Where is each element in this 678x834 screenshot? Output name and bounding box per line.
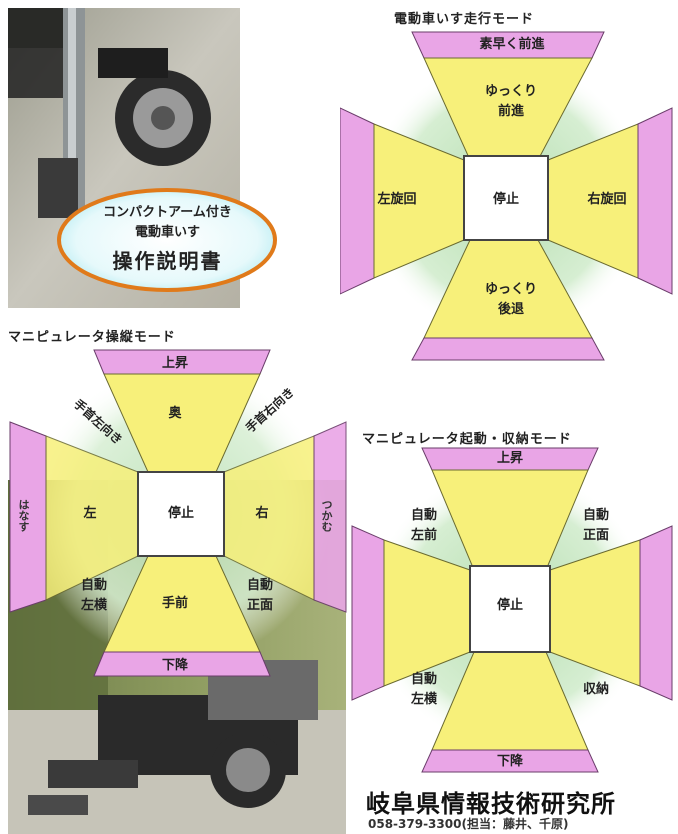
drive-backward-label: ゆっくり 後退	[484, 282, 537, 317]
launch-bottom-bar-label: 下降	[496, 754, 523, 769]
cover-ellipse: コンパクトアーム付き 電動車いす 操作説明書	[55, 185, 280, 295]
manip-auto-front-label: 自動 正面	[246, 578, 273, 613]
manip-right-label: 右	[255, 506, 269, 521]
drive-center-box	[463, 155, 549, 241]
manip-bottom-bar-label: 下降	[161, 658, 188, 673]
drive-mode-diagram	[340, 31, 673, 361]
manip-auto-left-label: 自動 左横	[80, 578, 107, 613]
drive-left-label: 左旋回	[377, 192, 417, 207]
launch-right-bar	[639, 525, 673, 701]
drive-right-label: 右旋回	[587, 192, 627, 207]
manip-mode-title: マニピュレータ操縦モード	[8, 330, 176, 345]
manip-top-bar-label: 上昇	[161, 356, 188, 371]
launch-auto-left-front-label: 自動 左前	[410, 508, 437, 543]
launch-mode-title: マニピュレータ起動・収納モード	[362, 432, 572, 447]
launch-store-label: 収納	[582, 682, 609, 697]
launch-top-bar-label: 上昇	[496, 451, 523, 466]
manip-right-bar	[313, 421, 347, 613]
launch-auto-front-label: 自動 正面	[582, 508, 609, 543]
drive-center-label: 停止	[492, 192, 519, 207]
drive-forward-label: ゆっくり 前進	[484, 84, 537, 119]
manip-left-label: 左	[83, 506, 97, 521]
wheelchair-photo-top	[8, 8, 240, 308]
cover-title: 操作説明書	[112, 249, 223, 273]
drive-top-bar-label: 素早く前進	[479, 37, 545, 52]
footer-contact: 058-379-3300(担当：藤井、千原)	[368, 817, 569, 831]
drive-mode-title: 電動車いす走行モード	[394, 12, 535, 27]
drive-right-bar	[637, 107, 673, 295]
launch-bottom-bar	[421, 749, 599, 773]
cover-line2: 電動車いす	[134, 225, 200, 240]
manip-center-label: 停止	[167, 506, 194, 521]
drive-bottom-bar	[411, 337, 605, 361]
launch-center-box	[469, 565, 551, 653]
cover-line1: コンパクトアーム付き	[103, 205, 232, 220]
footer-org: 岐阜県情報技術研究所	[366, 790, 616, 818]
manip-mode-diagram	[9, 349, 347, 677]
manip-back-label: 奥	[168, 406, 182, 421]
manip-front-label: 手前	[161, 596, 188, 611]
manip-left-bar-label: はなす	[17, 498, 30, 532]
launch-left-bar	[351, 525, 385, 701]
manip-right-bar-label: つかむ	[320, 498, 333, 532]
launch-center-label: 停止	[496, 598, 523, 613]
manip-center-box	[137, 471, 225, 557]
manip-bottom-bar	[93, 651, 271, 677]
launch-mode-diagram	[351, 447, 673, 773]
launch-auto-left-side-label: 自動 左横	[410, 672, 437, 707]
